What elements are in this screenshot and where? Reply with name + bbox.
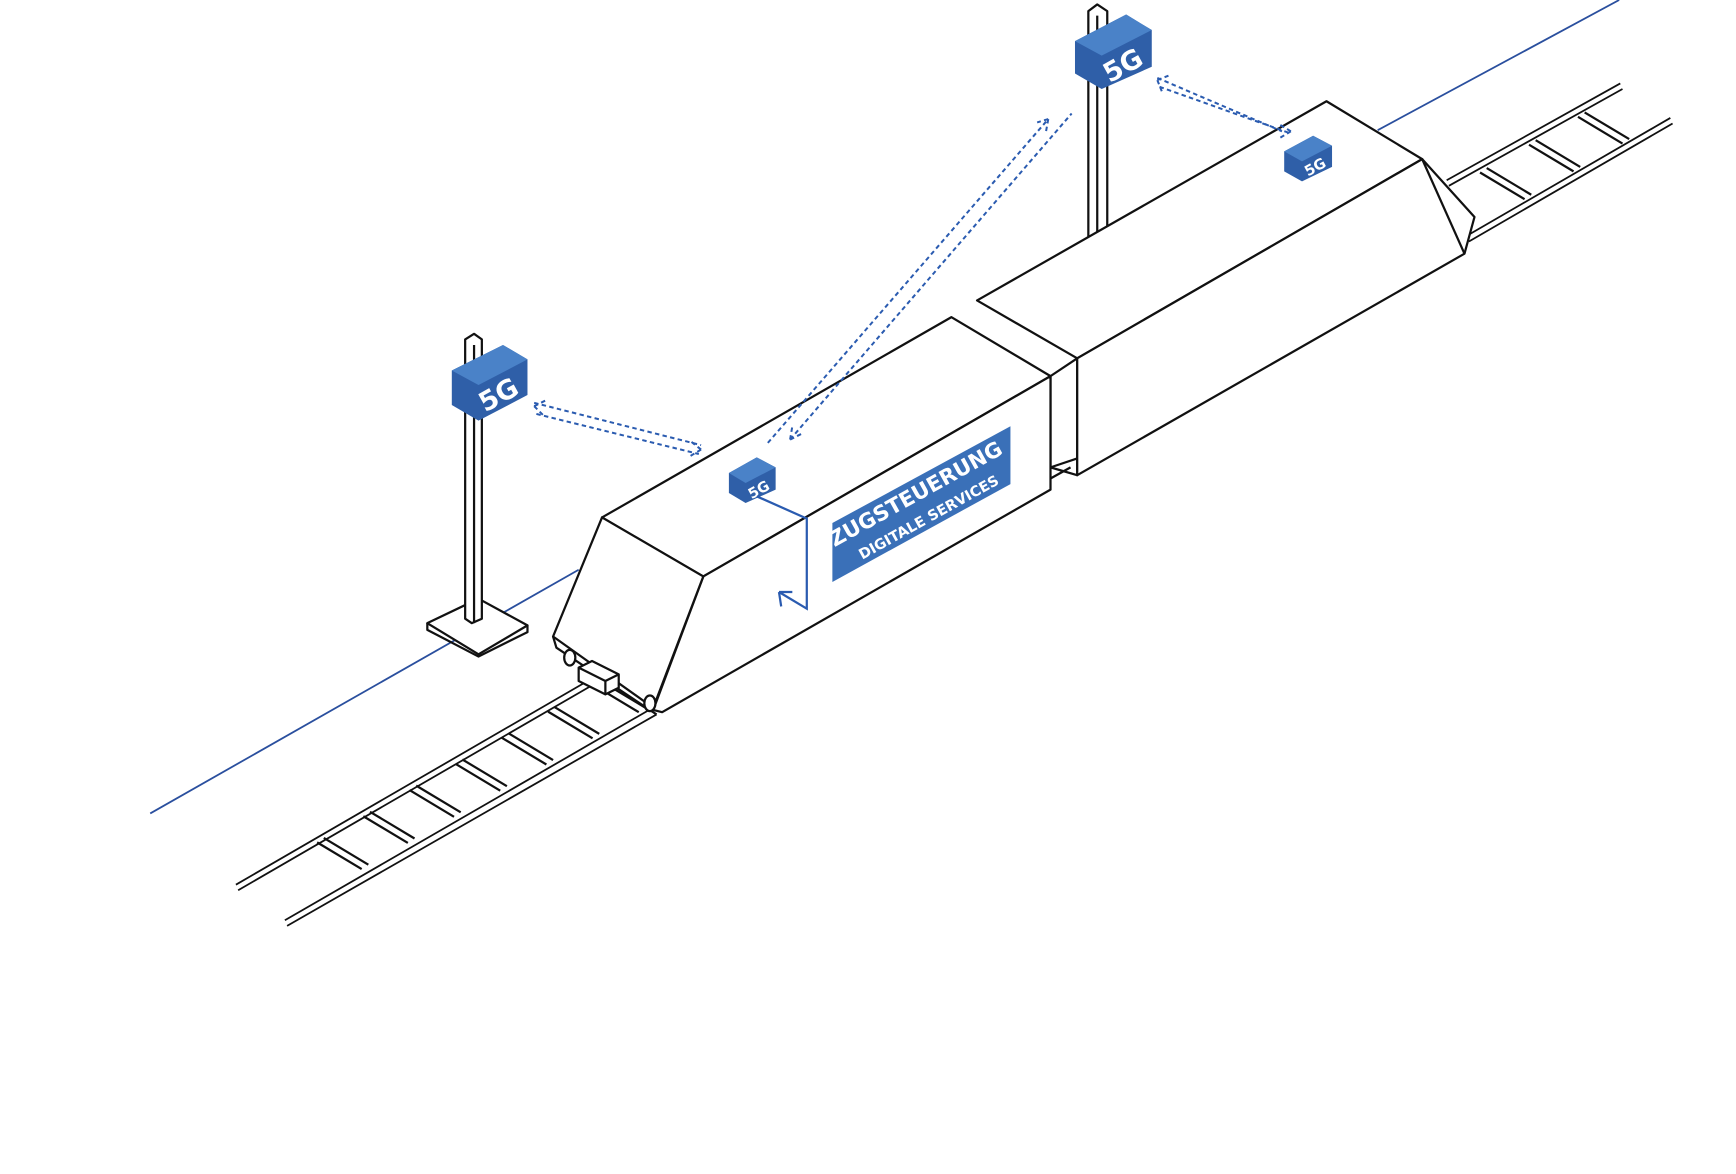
rail-track-rear [1446,82,1674,243]
rail-sleeper [455,758,508,792]
rail-sleeper [501,732,554,766]
train-car-rear [975,100,1476,480]
antenna-5g-pole-right: 5G [1074,14,1152,89]
rail-sleeper [1577,111,1630,145]
signal-arrows [533,74,1292,458]
antenna-5g-pole-left: 5G [451,344,528,421]
rail-sleeper [1479,167,1532,201]
rail-sleeper [316,836,369,871]
onboard-connection [756,495,808,611]
rail-sleeper [408,784,462,818]
rail-track-front [235,680,658,927]
rail-sleeper [1528,139,1581,173]
track-line-blue [149,0,1620,815]
rail-sleeper [547,706,600,740]
antenna-5g-train-rear: 5G [1284,135,1333,182]
rail-sleeper [362,810,416,844]
